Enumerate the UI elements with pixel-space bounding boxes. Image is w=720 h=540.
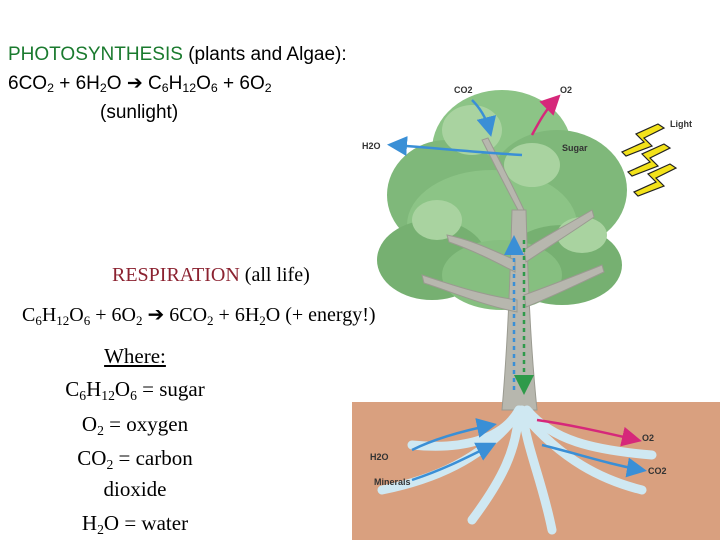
respiration-qualifier: (all life) [240, 264, 310, 286]
minerals-label: Minerals [374, 477, 411, 487]
where-oxygen: O2 = oxygen [35, 412, 235, 437]
h2o-top-label: H2O [362, 141, 381, 151]
photosynthesis-qualifier: (plants and Algae): [188, 44, 346, 65]
where-sugar: C6H12O6 = sugar [35, 377, 235, 402]
respiration-heading: RESPIRATION (all life) [112, 264, 310, 287]
h2o-bottom-label: H2O [370, 452, 389, 462]
where-water: H2O = water [35, 511, 235, 536]
photosynthesis-title: PHOTOSYNTHESIS [8, 44, 183, 65]
photosynthesis-heading: PHOTOSYNTHESIS (plants and Algae): [8, 44, 347, 66]
where-carbon: CO2 = carbon [35, 446, 235, 471]
where-carbon-cont: dioxide [35, 477, 235, 502]
co2-bottom-label: CO2 [648, 466, 667, 476]
reaction-arrow: ➔ [147, 304, 164, 326]
o2-top-label: O2 [560, 85, 572, 95]
o2-bottom-label: O2 [642, 433, 654, 443]
tree-diagram: CO2 O2 Light H2O Sugar O2 H2O CO2 Minera… [352, 60, 720, 540]
reaction-arrow: ➔ [127, 73, 143, 94]
photosynthesis-note: (sunlight) [100, 102, 178, 124]
respiration-title: RESPIRATION [112, 264, 240, 286]
sugar-label: Sugar [562, 143, 588, 153]
respiration-equation: C6H12O6 + 6O2 ➔ 6CO2 + 6H2O (+ energy!) [22, 302, 376, 327]
light-bolts [622, 124, 676, 196]
co2-top-label: CO2 [454, 85, 473, 95]
where-title: Where: [35, 344, 235, 369]
light-label: Light [670, 119, 692, 129]
photosynthesis-equation: 6CO2 + 6H2O ➔ C6H12O6 + 6O2 [8, 72, 272, 95]
